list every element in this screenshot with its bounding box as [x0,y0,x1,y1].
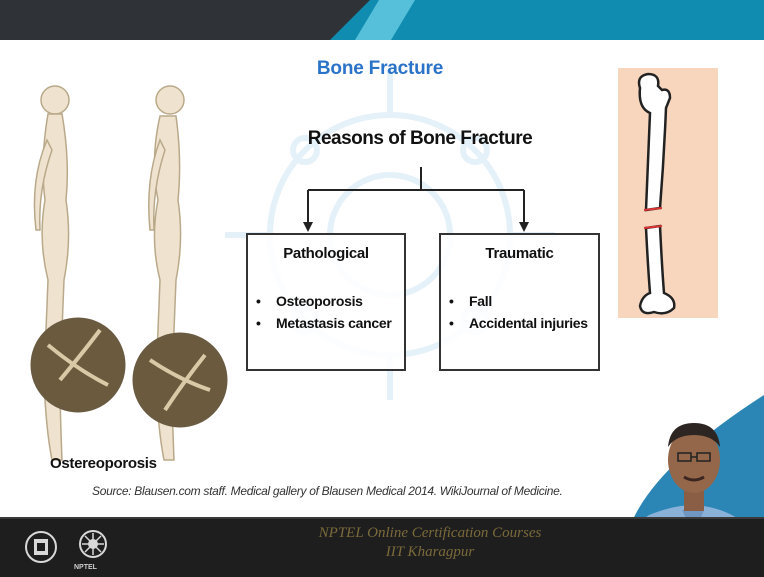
top-banner [0,0,764,40]
footer-institute-line: IIT Kharagpur [250,544,610,561]
footer-course-line: NPTEL Online Certification Courses [250,525,610,542]
slide-content: Bone Fracture Reasons of Bone Fracture P… [0,40,764,517]
arrow-right-icon [519,222,529,232]
banner-dark-band [0,0,390,40]
nptel-logo-label: NPTEL [74,564,97,571]
traumatic-box: Traumatic •Fall •Accidental injuries [439,233,600,371]
list-item: •Accidental injuries [449,312,588,334]
pathological-box: Pathological •Osteoporosis •Metastasis c… [246,233,406,371]
femur-fracture-icon [618,68,718,318]
nptel-logo-icon [76,527,110,567]
pathological-heading: Pathological [248,245,404,262]
arrow-left-icon [303,222,313,232]
list-item: •Metastasis cancer [256,312,392,334]
traumatic-list: •Fall •Accidental injuries [449,290,588,334]
osteoporosis-image-label: Ostereoporosis [50,455,157,472]
footer-bar: NPTEL NPTEL Online Certification Courses… [0,517,764,577]
pathological-list: •Osteoporosis •Metastasis cancer [256,290,392,334]
skeleton-figure-icon [0,80,240,480]
list-item: •Fall [449,290,588,312]
list-item: •Osteoporosis [256,290,392,312]
source-citation: Source: Blausen.com staff. Medical galle… [92,484,563,498]
iit-logo-icon [24,527,58,567]
traumatic-heading: Traumatic [441,245,598,262]
